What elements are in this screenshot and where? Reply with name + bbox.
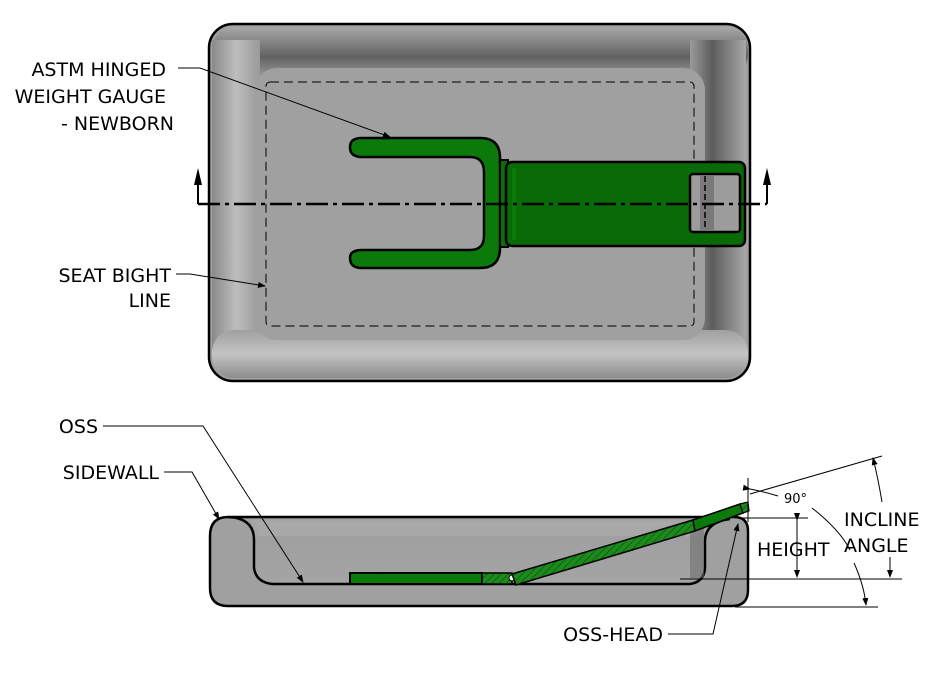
- incline-label-line1: INCLINE: [844, 509, 920, 531]
- bottom-rim-shade: [212, 330, 748, 378]
- incline-arc-top: [871, 457, 883, 503]
- dimensions: [680, 455, 902, 608]
- sidewall-leader: [164, 471, 220, 520]
- seat-bight-line: [265, 81, 695, 327]
- side-view-seat: [208, 515, 750, 608]
- sidewall-label: SIDEWALL: [63, 462, 160, 484]
- side-leaders: [103, 425, 740, 635]
- gauge-label-line3: - NEWBORN: [61, 113, 174, 135]
- gauge-arm-end: [739, 501, 750, 514]
- right-angle-arc: [742, 484, 779, 497]
- oss-leader: [103, 425, 304, 583]
- incline-arc-upper: [811, 507, 851, 551]
- gauge-fork: [348, 136, 502, 270]
- incline-extension-line: [749, 455, 883, 495]
- right-angle-label: 90°: [784, 492, 807, 507]
- top-rim-shade: [212, 27, 748, 77]
- section-arrow-left-icon: [194, 168, 202, 185]
- gauge-label-line2: WEIGHT GAUGE: [15, 86, 166, 108]
- cavity-shadow: [690, 528, 704, 578]
- top-leaders: [176, 67, 391, 288]
- section-line: [194, 168, 771, 206]
- gauge-label-line1: ASTM HINGED: [31, 59, 166, 81]
- seat-bight-label-line1: SEAT BIGHT: [59, 265, 172, 287]
- weight-gauge-side: [349, 501, 750, 586]
- incline-arc-lower: [853, 562, 869, 606]
- gauge-hinge-section: [481, 572, 513, 585]
- section-arrow-right-icon: [763, 168, 771, 185]
- oss-head-label: OSS-HEAD: [563, 624, 663, 646]
- oss-head-leader: [668, 523, 740, 635]
- seat-bight-leader: [176, 273, 266, 288]
- seat-bight-label-line2: LINE: [129, 290, 171, 312]
- height-label: HEIGHT: [757, 539, 830, 561]
- gauge-leader: [178, 67, 391, 138]
- oss-label: OSS: [59, 416, 98, 438]
- gauge-base: [349, 572, 483, 585]
- cavity-highlight: [258, 522, 698, 536]
- incline-label-line2: ANGLE: [844, 535, 909, 557]
- left-rim-shade: [212, 40, 260, 360]
